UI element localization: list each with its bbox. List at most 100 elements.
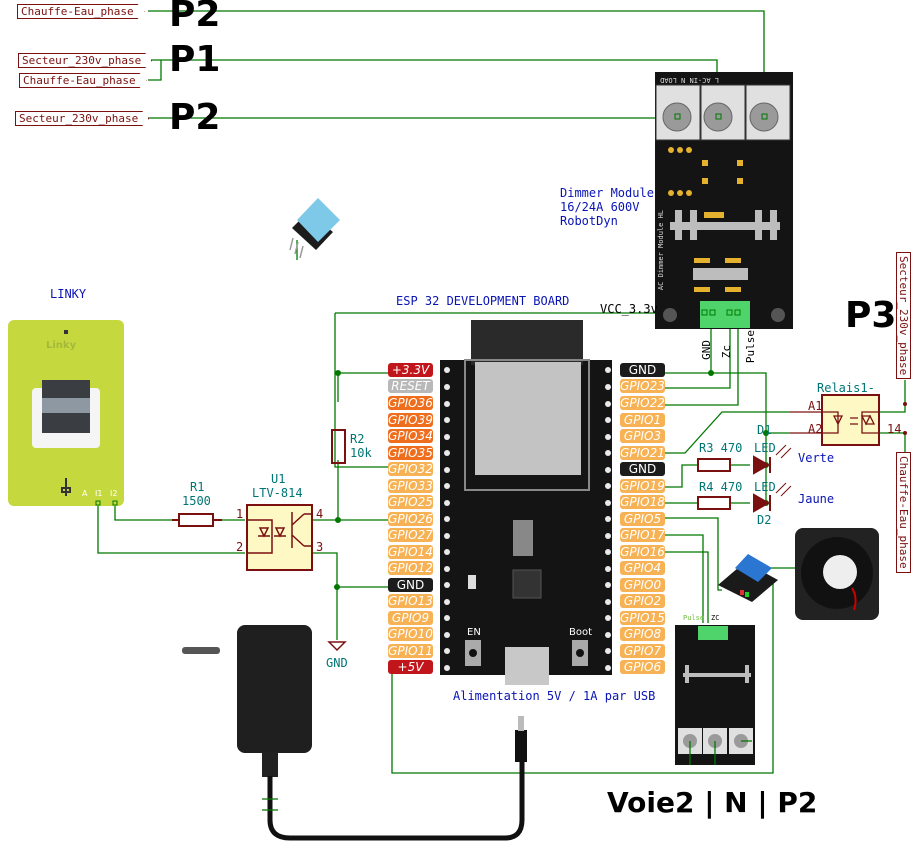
esp32-pin-gpio3: GPIO3: [620, 429, 665, 443]
esp32-en-label: EN: [467, 627, 481, 638]
esp32-pin-gpio11: GPIO11: [388, 644, 433, 658]
esp32-pin-gpio39: GPIO39: [388, 413, 433, 427]
esp32-pin-gpio23: GPIO23: [620, 379, 665, 393]
dht-sensor-image: [289, 198, 340, 259]
esp32-pin-gpio14: GPIO14: [388, 545, 433, 559]
wire-p1: [148, 59, 718, 117]
esp32-pin-reset: RESET: [388, 379, 433, 393]
linky-terminal-i1: I1: [95, 489, 103, 498]
phase-marker-p3: P3: [845, 295, 897, 336]
phase-marker-p2-top: P2: [169, 0, 221, 35]
net-label-secteur-right: Secteur_230v_phase: [896, 252, 911, 380]
r4-label: R4 470: [699, 480, 743, 494]
wire-gpio32: [334, 313, 388, 468]
esp32-pin-gpio7: GPIO7: [620, 644, 665, 658]
esp32-pin-gnd-right-2: GND: [620, 462, 665, 476]
led1-label: LED: [754, 441, 776, 455]
linky-terminal-a: A: [82, 489, 88, 498]
linky-meter-image: [8, 320, 124, 506]
wires: [97, 10, 906, 774]
esp32-pin-gpio25: GPIO25: [388, 495, 433, 509]
u1-pin-4: 4: [316, 507, 324, 521]
esp32-pin-gpio2: GPIO2: [620, 594, 665, 608]
esp32-pin-gpio18: GPIO18: [620, 495, 665, 509]
r2-value: 10k: [350, 446, 372, 460]
u1-pin-3: 3: [316, 540, 324, 554]
esp32-pin-gpio22: GPIO22: [620, 396, 665, 410]
net-label-secteur-1: Secteur_230v_phase: [18, 53, 152, 68]
esp32-pin-gpio12: GPIO12: [388, 561, 433, 575]
wire-pulse: [665, 313, 739, 406]
r3-label: R3 470: [699, 441, 743, 455]
optocoupler-u1: [246, 504, 313, 571]
wire-p1-join: [148, 60, 162, 81]
relay-module-image: [718, 554, 778, 602]
esp32-pin-gpio36: GPIO36: [388, 396, 433, 410]
relay-pin-a1: A1: [808, 399, 823, 413]
leds: [753, 444, 792, 513]
fan-image: [795, 528, 879, 620]
dimmer-module-image: [655, 72, 793, 329]
resistors-r3-r4: [697, 458, 731, 510]
phase-marker-p1: P1: [169, 39, 221, 80]
r1-ref: R1: [190, 480, 205, 494]
esp32-pin-gpio10: GPIO10: [388, 627, 433, 641]
esp32-title: ESP 32 DEVELOPMENT BOARD: [396, 294, 570, 308]
dimmer-terminal-labels: L AC-IN N LOAD: [660, 76, 720, 84]
net-label-chauffe-eau-2: Chauffe-Eau_phase: [19, 73, 147, 88]
net-label-chauffe-eau-right: Chauffe-Eau_phase: [896, 452, 911, 573]
esp32-pin-gpio27: GPIO27: [388, 528, 433, 542]
resistor-r2: [331, 429, 346, 464]
dimmer-zc-pin-label: Zc: [720, 345, 733, 359]
net-label-chauffe-eau-1: Chauffe-Eau_phase: [17, 4, 145, 19]
relay-relais1: [790, 394, 907, 446]
wire-5v: [391, 583, 774, 774]
dimmer2-pulse-label: Pulse: [683, 614, 705, 622]
wire-gpio17: [665, 534, 704, 623]
u1-pin-1: 1: [236, 507, 244, 521]
wire-gpio16: [665, 551, 709, 623]
esp32-pin-3v3: +3.3V: [388, 363, 433, 377]
esp32-pin-gpio5: GPIO5: [620, 512, 665, 526]
esp32-pin-gpio21: GPIO21: [620, 446, 665, 460]
esp32-pin-gpio32: GPIO32: [388, 462, 433, 476]
wire-gpio5: [665, 517, 722, 591]
u1-pin-2: 2: [236, 540, 244, 554]
voie2-caption: Voie2 | N | P2: [607, 786, 818, 819]
esp32-pin-gnd-right-1: GND: [620, 363, 665, 377]
wire-gpio21: [665, 411, 790, 454]
esp32-pin-gpio8: GPIO8: [620, 627, 665, 641]
dimmer-pulse-pin-label: Pulse: [744, 330, 757, 364]
esp32-board-image: [440, 320, 612, 685]
u1-value: LTV-814: [252, 486, 303, 500]
esp32-pin-gpio0: GPIO0: [620, 578, 665, 592]
dimmer2-zc-label: ZC: [711, 614, 720, 622]
esp32-pin-gpio4: GPIO4: [620, 561, 665, 575]
wire-gpio19: [665, 464, 698, 488]
linky-title: LINKY: [50, 287, 87, 301]
usb-charger-image: [182, 625, 527, 841]
esp32-pin-gpio6: GPIO6: [620, 660, 665, 674]
wire-i2: [114, 505, 178, 521]
dimmer-title-2: 16/24A 600V: [560, 200, 640, 214]
relay-pin-14: 14: [887, 422, 902, 436]
gnd-label: GND: [326, 656, 348, 670]
esp32-pin-gpio9: GPIO9: [388, 611, 433, 625]
esp32-pin-gpio17: GPIO17: [620, 528, 665, 542]
d1-label: D1: [757, 423, 772, 437]
esp32-pin-gpio13: GPIO13: [388, 594, 433, 608]
esp32-pin-gpio19: GPIO19: [620, 479, 665, 493]
esp32-pin-gpio26: GPIO26: [388, 512, 433, 526]
net-label-secteur-2: Secteur_230v_phase: [15, 111, 149, 126]
linky-brand: Linky: [46, 340, 77, 351]
esp32-power-caption: Alimentation 5V / 1A par USB: [453, 689, 656, 703]
dimmer-title-3: RobotDyn: [560, 214, 618, 228]
vcc-label: VCC_3.3v: [600, 302, 658, 316]
relay-pin-a2: A2: [808, 422, 823, 436]
esp32-pin-gnd-left: GND: [388, 578, 433, 592]
led2-label: LED: [754, 480, 776, 494]
dimmer-module-2-image: [675, 625, 755, 765]
wire-gnd-right: [665, 372, 767, 410]
d2-label: D2: [757, 513, 772, 527]
relay-ref: Relais1-: [817, 381, 875, 395]
